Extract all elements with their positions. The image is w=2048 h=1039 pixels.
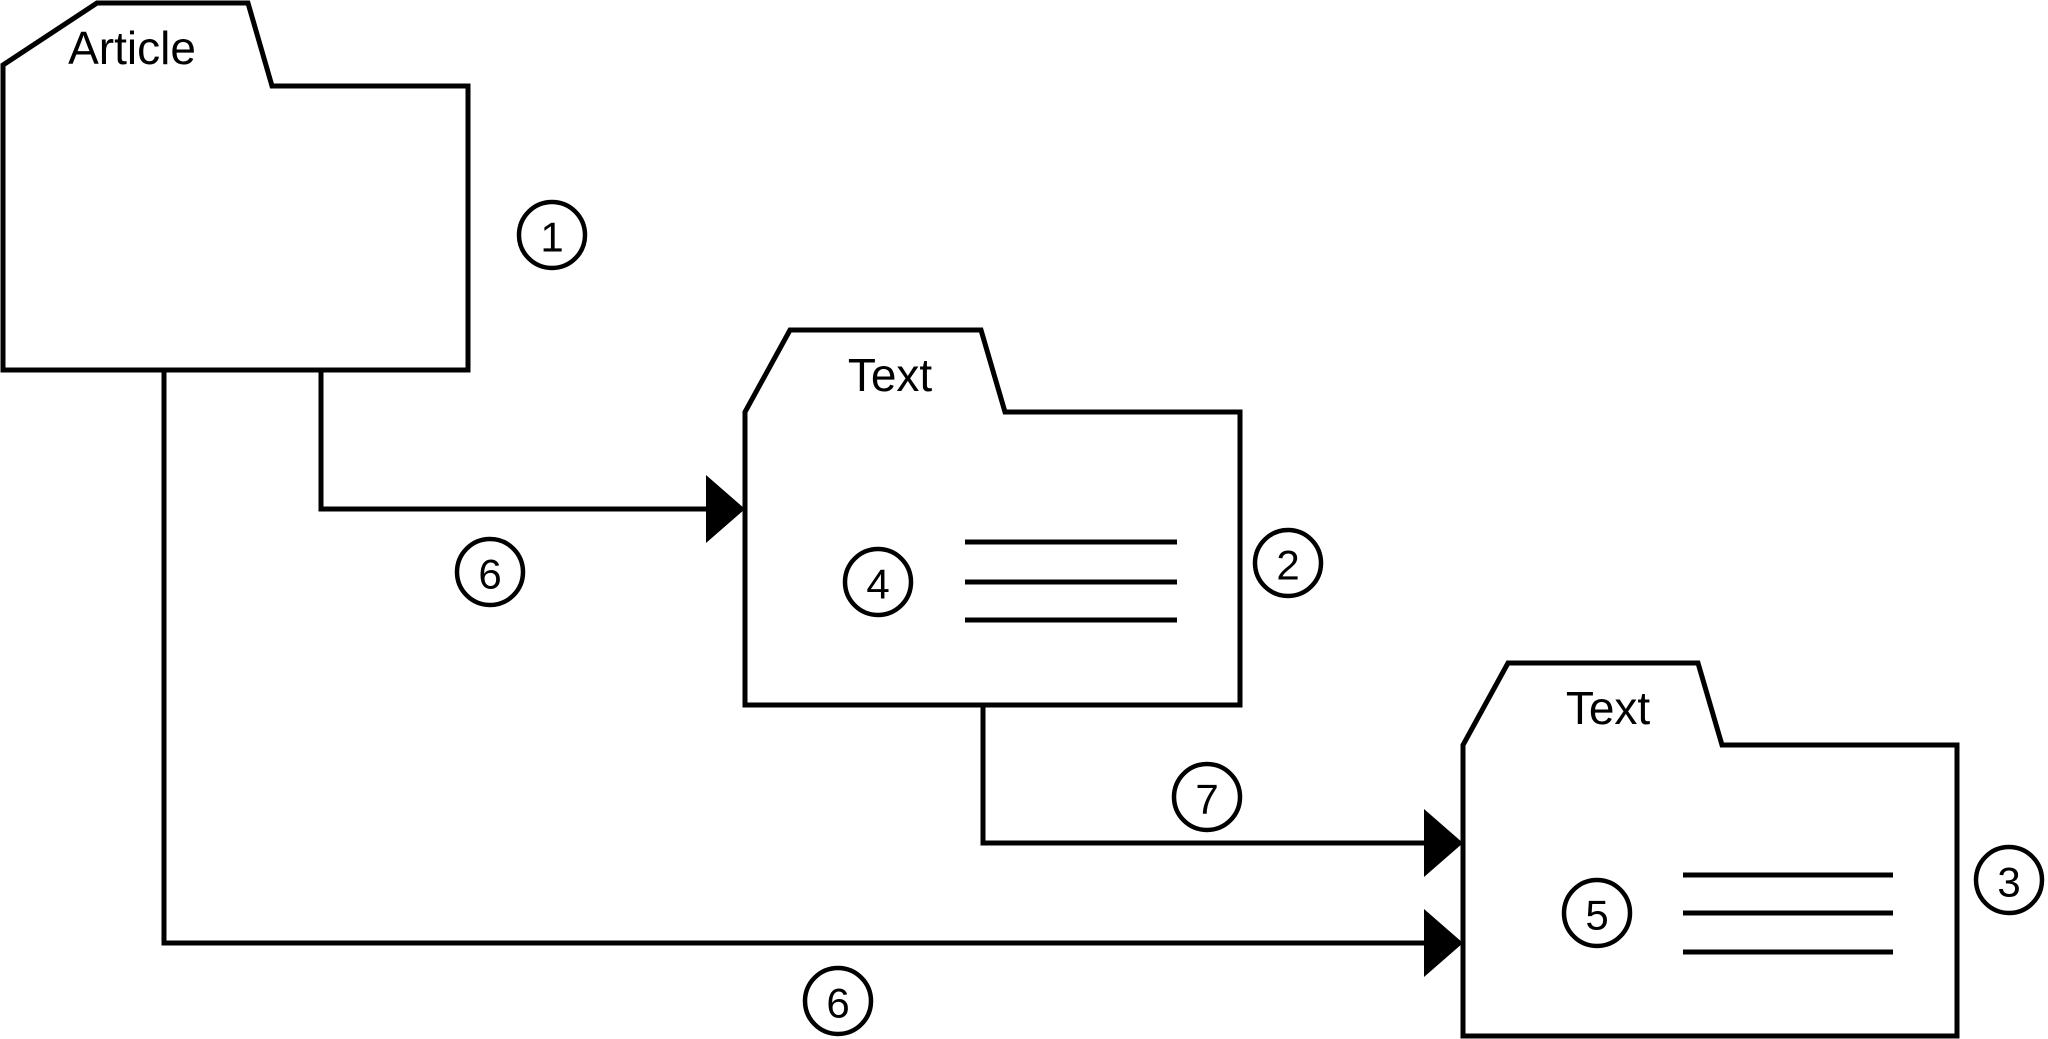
marker-1: 1: [516, 199, 588, 271]
folder-article-label: Article: [68, 22, 196, 74]
marker-2-label: 2: [1276, 542, 1299, 589]
marker-7: 7: [1171, 761, 1243, 833]
marker-4-circle: [842, 546, 914, 618]
folder-text-2[interactable]: Text 4: [742, 327, 1243, 708]
marker-6-upper-label: 6: [478, 551, 501, 598]
connector-article-to-text3-arrowhead: [1424, 909, 1463, 977]
folder-text-2-label: Text: [848, 349, 933, 401]
marker-6-upper-circle: [454, 536, 526, 608]
folder-text-2-content-lines: [965, 539, 1177, 623]
connector-article-to-text2-path: [318, 370, 712, 512]
folder-article[interactable]: Article: [0, 0, 471, 373]
marker-5: 5: [1561, 877, 1633, 949]
folder-text-3-content-lines: [1683, 872, 1893, 955]
marker-1-label: 1: [540, 214, 563, 261]
marker-7-label: 7: [1195, 776, 1218, 823]
folder-text-3-shape: [1460, 660, 1960, 1039]
marker-4: 4: [842, 546, 914, 618]
marker-7-circle: [1171, 761, 1243, 833]
marker-3-label: 3: [1997, 859, 2020, 906]
marker-6-upper: 6: [454, 536, 526, 608]
marker-5-circle: [1561, 877, 1633, 949]
connector-text2-to-text3-path: [980, 705, 1430, 846]
connector-text2-to-text3-arrowhead: [1424, 809, 1463, 877]
connector-article-to-text3-path: [161, 370, 1430, 946]
marker-2-circle: [1252, 527, 1324, 599]
marker-6-lower: 6: [802, 965, 874, 1037]
folder-text-3[interactable]: Text 5: [1460, 660, 1960, 1039]
marker-3: 3: [1973, 844, 2045, 916]
connector-article-to-text3: [161, 370, 1463, 977]
marker-6-lower-circle: [802, 965, 874, 1037]
folder-article-shape: [0, 0, 471, 373]
marker-6-lower-label: 6: [826, 980, 849, 1027]
marker-2: 2: [1252, 527, 1324, 599]
folder-text-3-label: Text: [1566, 682, 1651, 734]
connector-article-to-text2: [318, 370, 745, 543]
marker-5-label: 5: [1585, 892, 1608, 939]
marker-1-circle: [516, 199, 588, 271]
connector-article-to-text2-arrowhead: [706, 475, 745, 543]
marker-3-circle: [1973, 844, 2045, 916]
marker-4-label: 4: [866, 561, 889, 608]
folder-text-2-shape: [742, 327, 1243, 708]
connector-text2-to-text3: [980, 705, 1463, 877]
